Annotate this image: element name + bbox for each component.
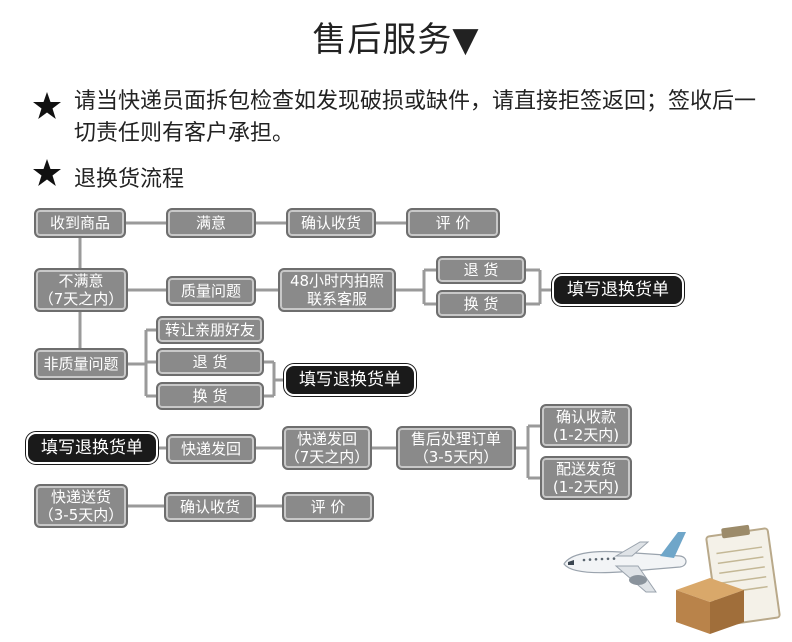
after-sale-processing: 售后处理订单 （3-5天内） [396,426,516,470]
star-icon [32,91,62,121]
page-title: 售后服务▼ [312,20,480,60]
confirm-payment: 确认收款 (1-2天内) [540,404,632,448]
satisfied: 满意 [166,208,256,238]
confirm-receipt: 确认收货 [286,208,376,238]
courier-delivery: 快递送货 （3-5天内） [34,484,128,528]
return-option: 退 货 [156,348,264,376]
review: 评 价 [406,208,500,238]
fill-return-form: 填写退换货单 [552,274,684,306]
shipping-illustration [563,524,781,634]
notice-text: 请当快递员面拆包检查如发现破损或缺件，请直接拒签返回；签收后一切责任则有客户承担… [74,89,757,146]
courier-send-back-7days: 快递发回 （7天之内） [282,426,372,470]
courier-send-back: 快递发回 [166,434,256,464]
return-option: 退 货 [436,256,526,284]
star-icon [32,158,62,188]
confirm-receipt: 确认收货 [164,492,256,522]
quality-issue: 质量问题 [166,276,256,306]
review: 评 价 [282,492,374,522]
transfer-to-friend: 转让亲朋好友 [156,316,264,344]
airplane-icon [563,532,687,593]
fill-return-form: 填写退换货单 [26,432,158,464]
unsatisfied: 不满意 （7天之内） [34,268,128,312]
received-goods: 收到商品 [34,208,126,238]
section-title: 退换货流程 [74,167,185,192]
photo-contact-service: 48小时内拍照 联系客服 [278,268,396,312]
exchange-option: 换 货 [436,290,526,318]
ship-delivery: 配送发货 (1-2天内) [540,456,632,500]
fill-return-form: 填写退换货单 [284,364,416,396]
parcel-box-icon [676,578,744,634]
exchange-option: 换 货 [156,382,264,410]
non-quality-issue: 非质量问题 [34,348,128,380]
